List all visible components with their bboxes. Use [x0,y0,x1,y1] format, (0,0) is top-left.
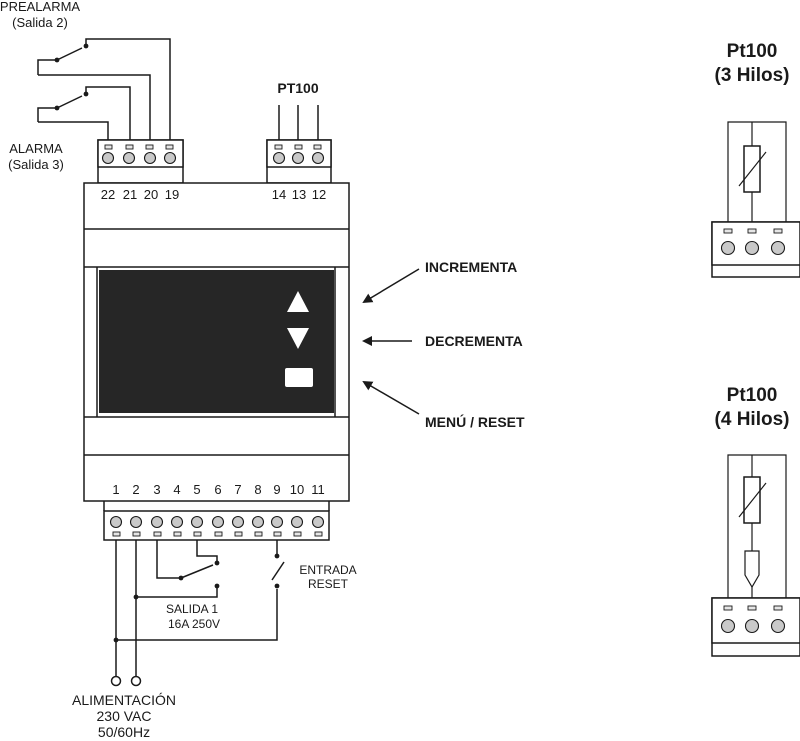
reset-input-label-line2: RESET [308,577,349,591]
terminal-number: 14 [272,187,286,202]
alarm-contact [37,86,131,140]
terminal-number: 3 [153,482,160,497]
menu-reset-key[interactable] [285,368,313,387]
terminal-number: 5 [193,482,200,497]
power-and-output-wiring [110,540,285,687]
increment-label: INCREMENTA [425,259,517,275]
pt100-4wire-diagram [711,454,800,657]
power-label: ALIMENTACIÓN [72,692,176,708]
reset-input-label: ENTRADA [299,563,356,577]
terminal-number: 20 [144,187,158,202]
top-terminal-block-sensor [266,139,332,184]
increment-arrow [362,268,420,304]
power-voltage: 230 VAC [97,708,152,724]
pt100-3wire-subtitle: (3 Hilos) [715,65,790,86]
power-frequency: 50/60Hz [98,724,150,740]
prealarm-label: PREALARMA [0,0,80,14]
menu-reset-arrow [362,380,420,415]
output1-label: SALIDA 1 [166,602,218,616]
terminal-number: 11 [311,482,325,497]
top-terminal-block-outputs [97,139,184,184]
pt100-3wire-diagram [711,121,800,278]
terminal-number: 2 [132,482,139,497]
terminal-number: 8 [254,482,261,497]
terminal-number: 1 [112,482,119,497]
pt100-4wire-subtitle: (4 Hilos) [715,409,790,430]
alarm-label: ALARMA [9,141,63,156]
terminal-number: 19 [165,187,179,202]
terminal-number: 7 [234,482,241,497]
terminal-number: 10 [290,482,304,497]
output1-rating: 16A 250V [168,617,220,631]
terminal-number: 4 [173,482,180,497]
terminal-number: 22 [101,187,115,202]
alarm-output-label: (Salida 3) [8,157,64,172]
terminal-number: 9 [273,482,280,497]
menu-reset-label: MENÚ / RESET [425,413,525,430]
decrement-key[interactable] [287,328,309,349]
increment-key[interactable] [287,291,309,312]
terminal-number: 13 [292,187,306,202]
pt100-label: PT100 [277,80,318,96]
pt100-3wire-title: Pt100 [727,41,778,62]
pt100-4wire-title: Pt100 [727,385,778,406]
prealarm-output-label: (Salida 2) [12,15,68,30]
terminal-number: 21 [123,187,137,202]
prealarm-contact [37,38,171,140]
terminal-number: 12 [312,187,326,202]
bottom-terminal-block [103,501,330,541]
terminal-number: 6 [214,482,221,497]
decrement-label: DECREMENTA [425,333,523,349]
